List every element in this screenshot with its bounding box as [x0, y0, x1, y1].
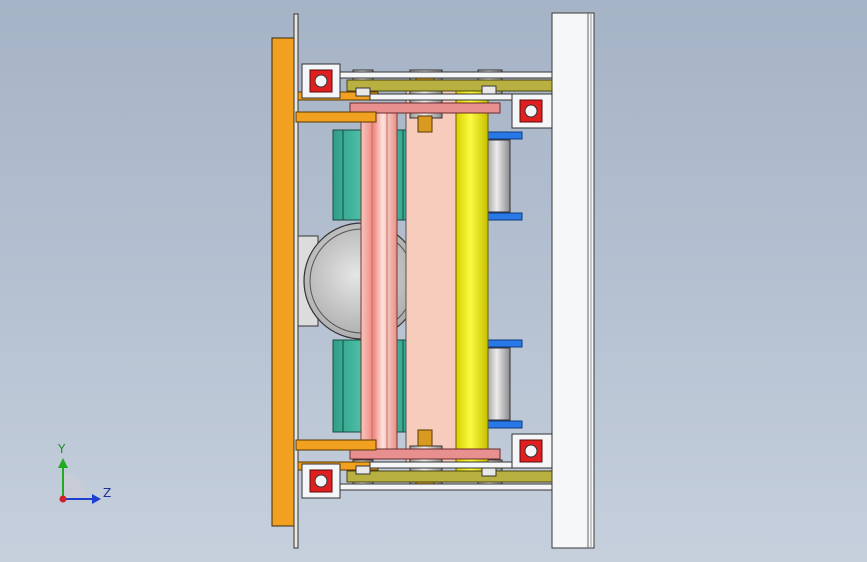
center-frame-panel	[405, 89, 462, 463]
idler-roller-top	[485, 139, 511, 213]
y-axis-arrow	[58, 458, 68, 468]
right-base-plate	[551, 12, 595, 549]
idler-roller-bottom	[485, 347, 511, 421]
origin-marker	[59, 495, 67, 503]
bearing-block-bottom-left	[301, 463, 341, 499]
fasteners	[355, 85, 497, 477]
yellow-roller	[455, 89, 489, 473]
axis-triad	[58, 458, 101, 504]
z-axis-arrow	[92, 494, 101, 504]
bearing-block-top-left	[301, 63, 341, 99]
bearing-block-bottom-right	[511, 433, 553, 469]
y-axis-label: Y	[58, 442, 66, 456]
z-axis-label: Z	[103, 486, 112, 500]
pink-roller	[360, 105, 398, 457]
left-mounting-plate	[271, 13, 299, 549]
bearing-block-top-right	[511, 93, 553, 129]
